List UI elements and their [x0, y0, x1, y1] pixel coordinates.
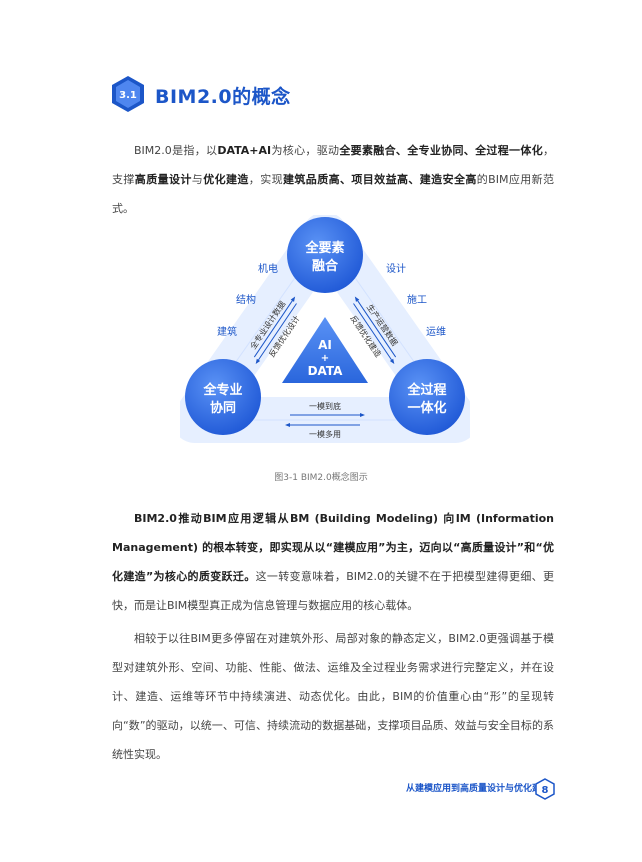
circle-full-process	[389, 359, 465, 435]
arrow-head-up-right	[354, 296, 360, 302]
arrow-up-left	[253, 300, 293, 358]
intro-bold: DATA+AI	[217, 144, 272, 157]
bim2-concept-diagram: AI + DATA 机电 结构 建筑 设计 施工 运维 全专业设计数据 反馈优化…	[180, 215, 470, 443]
label-structure: 结构	[236, 293, 256, 306]
center-text-ai: AI	[318, 338, 332, 352]
intro-text: ，支撑	[112, 144, 555, 186]
intro-bold: 建筑品质高、项目效益高、建造安全高	[283, 173, 477, 186]
footer-book-title: 从建模应用到高质量设计与优化建造	[405, 784, 550, 794]
center-triangle	[282, 317, 368, 383]
outer-triangle-line	[194, 234, 456, 421]
intro-text: 与	[191, 173, 204, 186]
arrow-head-down-right	[389, 358, 395, 365]
section-title: BIM2.0的概念	[155, 86, 291, 108]
label-one-model-multi-use: 一模多用	[309, 429, 341, 439]
intro-bold: 全要素融合、全专业协同、全过程一体化	[339, 144, 544, 157]
paragraph-2: BIM2.0推动BIM应用逻辑从BM (Building Modeling) 向…	[112, 504, 554, 620]
arrow-down-right	[353, 303, 392, 361]
intro-text: 为核心，驱动	[271, 144, 340, 157]
section-number-icon: 3.1	[112, 76, 144, 112]
intro-text: 的BIM应用新范式。	[112, 173, 555, 215]
label-architecture: 建筑	[217, 325, 237, 338]
paragraph-2-bold: BIM2.0推动BIM应用逻辑从BM (Building Modeling) 向…	[112, 512, 554, 583]
arrow-head-bottom-right	[360, 413, 365, 417]
center-text-data: DATA	[308, 364, 344, 378]
label-one-model-through: 一模到底	[309, 401, 341, 411]
circle-top-line2: 融合	[312, 258, 339, 274]
label-design: 设计	[386, 262, 406, 275]
circle-left-line2: 协同	[210, 400, 236, 416]
arrow-head-up-left	[290, 296, 296, 302]
intro-bold: 优化建造	[203, 173, 249, 186]
intro-text: ，实现	[248, 173, 283, 186]
label-mep: 机电	[258, 262, 278, 275]
label-operation: 运维	[426, 325, 446, 338]
intro-paragraph: BIM2.0是指，以DATA+AI为核心，驱动全要素融合、全专业协同、全过程一体…	[112, 136, 554, 223]
circle-full-discipline	[185, 359, 261, 435]
center-text-plus: +	[321, 353, 329, 364]
circle-full-element	[287, 217, 363, 293]
arrow-up-right	[357, 300, 397, 358]
page-number: 8	[542, 785, 549, 796]
arrow-head-down-left	[255, 358, 261, 365]
section-number: 3.1	[119, 90, 137, 101]
intro-bold: 高质量设计	[134, 173, 192, 186]
paragraph-3: 相较于以往BIM更多停留在对建筑外形、局部对象的静态定义，BIM2.0更强调基于…	[112, 632, 554, 761]
figure-caption: 图3-1 BIM2.0概念图示	[274, 473, 368, 483]
arrow-down-left	[258, 303, 297, 361]
circle-right-line2: 一体化	[407, 400, 446, 416]
page-number-icon: 8	[535, 778, 555, 800]
circle-left-line1: 全专业	[202, 382, 242, 398]
arrow-head-bottom-left	[285, 423, 290, 427]
circle-top-line1: 全要素	[304, 240, 344, 256]
circle-right-line1: 全过程	[406, 382, 446, 398]
paragraph-2-text: 这一转变意味着，BIM2.0的关键不在于把模型建得更细、更快，而是让BIM模型真…	[112, 570, 554, 612]
label-construction: 施工	[407, 293, 427, 306]
intro-text: BIM2.0是指，以	[134, 144, 218, 157]
